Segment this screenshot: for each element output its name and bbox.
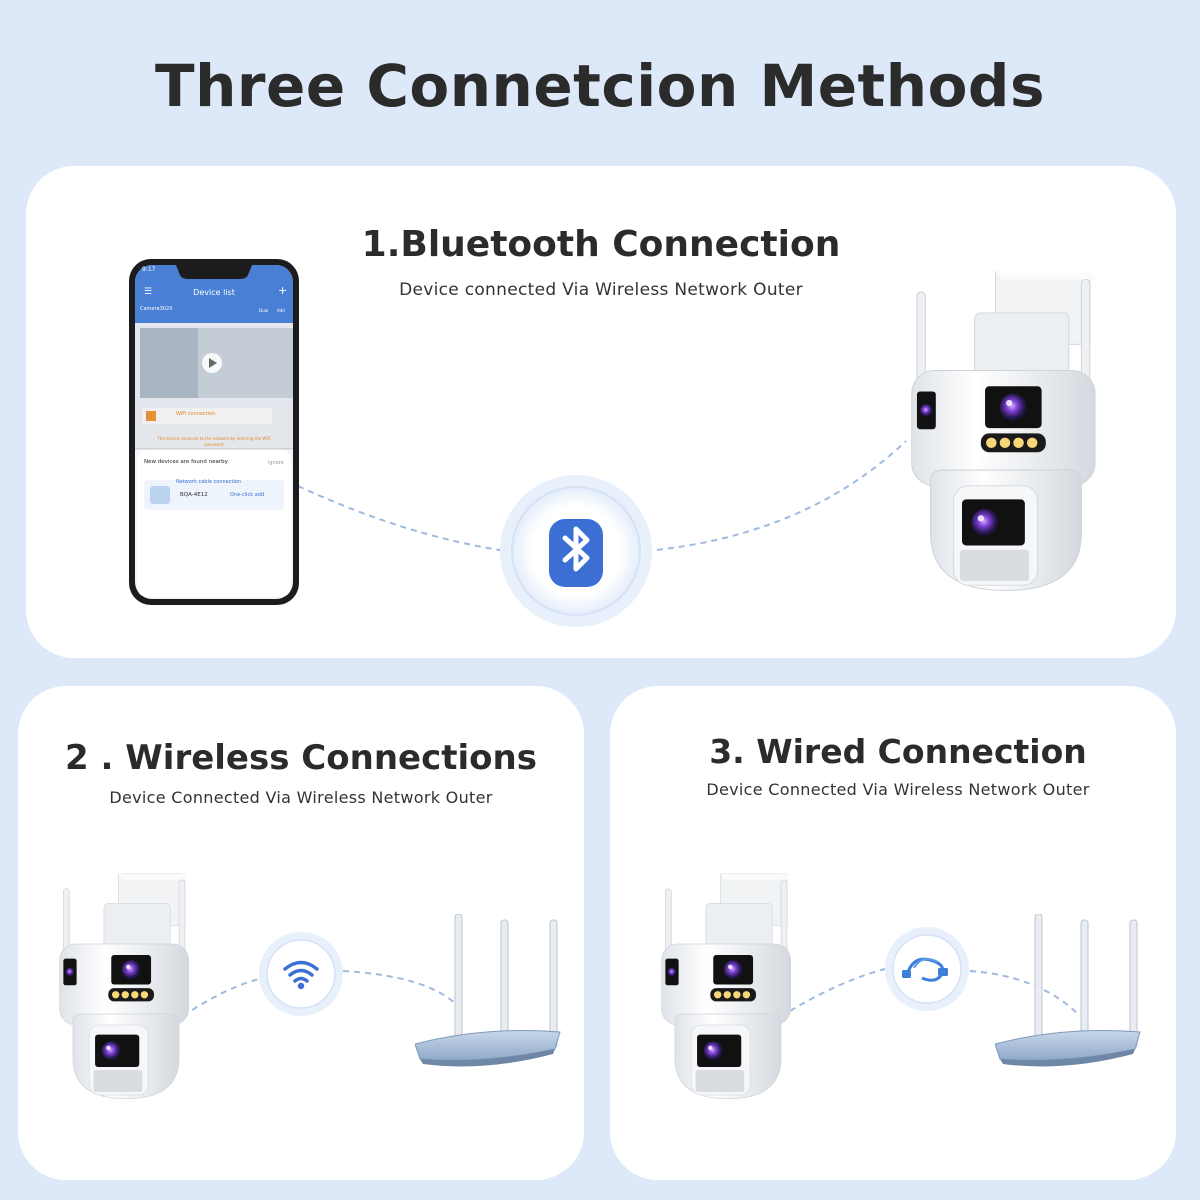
wireless-connection-lines	[182, 970, 459, 1017]
wifi-router	[995, 914, 1141, 1067]
phone-popup-title: New devices are found nearby	[144, 459, 228, 465]
wired-title: 3. Wired Connection	[709, 732, 1087, 771]
ethernet-cable-icon	[902, 957, 948, 982]
ethernet-badge	[884, 926, 970, 1012]
phone-device-id: BQA-4E12	[180, 492, 208, 498]
smartphone: 9:17 Device list ☰ + Camera302X Dual Add…	[128, 258, 300, 606]
phone-one-click-button[interactable]: One-click add	[230, 492, 265, 498]
phone-menu-icon[interactable]: ☰	[144, 287, 153, 297]
wireless-subtitle: Device Connected Via Wireless Network Ou…	[109, 788, 493, 807]
wifi-icon	[283, 960, 319, 990]
phone-wifi-desc: The device connects to the network by en…	[157, 436, 271, 447]
page-title: Three Connetcion Methods	[155, 52, 1045, 120]
wifi-badge	[258, 931, 344, 1017]
security-camera	[911, 271, 1096, 592]
bluetooth-subtitle: Device connected Via Wireless Network Ou…	[399, 280, 803, 300]
wired-connection-lines	[789, 968, 1081, 1017]
phone-dual-label: Dual	[259, 308, 269, 313]
phone-header: Device list	[193, 288, 235, 297]
bluetooth-title: 1.Bluetooth Connection	[361, 224, 841, 265]
bluetooth-badge	[499, 474, 653, 628]
bluetooth-icon	[549, 519, 603, 587]
security-camera	[59, 873, 189, 1100]
phone-wifi-option[interactable]: WiFi connection	[176, 411, 216, 417]
wired-card: 3. Wired Connection Device Connected Via…	[610, 686, 1176, 1180]
security-camera	[661, 873, 792, 1100]
phone-add-icon[interactable]: +	[278, 284, 288, 297]
wifi-router	[415, 914, 561, 1067]
wireless-title: 2 . Wireless Connections	[65, 738, 537, 778]
wired-subtitle: Device Connected Via Wireless Network Ou…	[706, 780, 1090, 799]
phone-add-label: Add	[277, 308, 285, 313]
bluetooth-card: 1.Bluetooth Connection Device connected …	[26, 166, 1176, 658]
bluetooth-connection-lines	[297, 440, 907, 552]
phone-popup-ignore[interactable]: ignore	[268, 460, 284, 466]
wireless-card: 2 . Wireless Connections Device Connecte…	[18, 686, 584, 1180]
phone-device-name: Camera302X	[140, 306, 173, 312]
phone-cable-option[interactable]: Network cable connection	[176, 479, 242, 485]
phone-time: 9:17	[142, 266, 156, 273]
